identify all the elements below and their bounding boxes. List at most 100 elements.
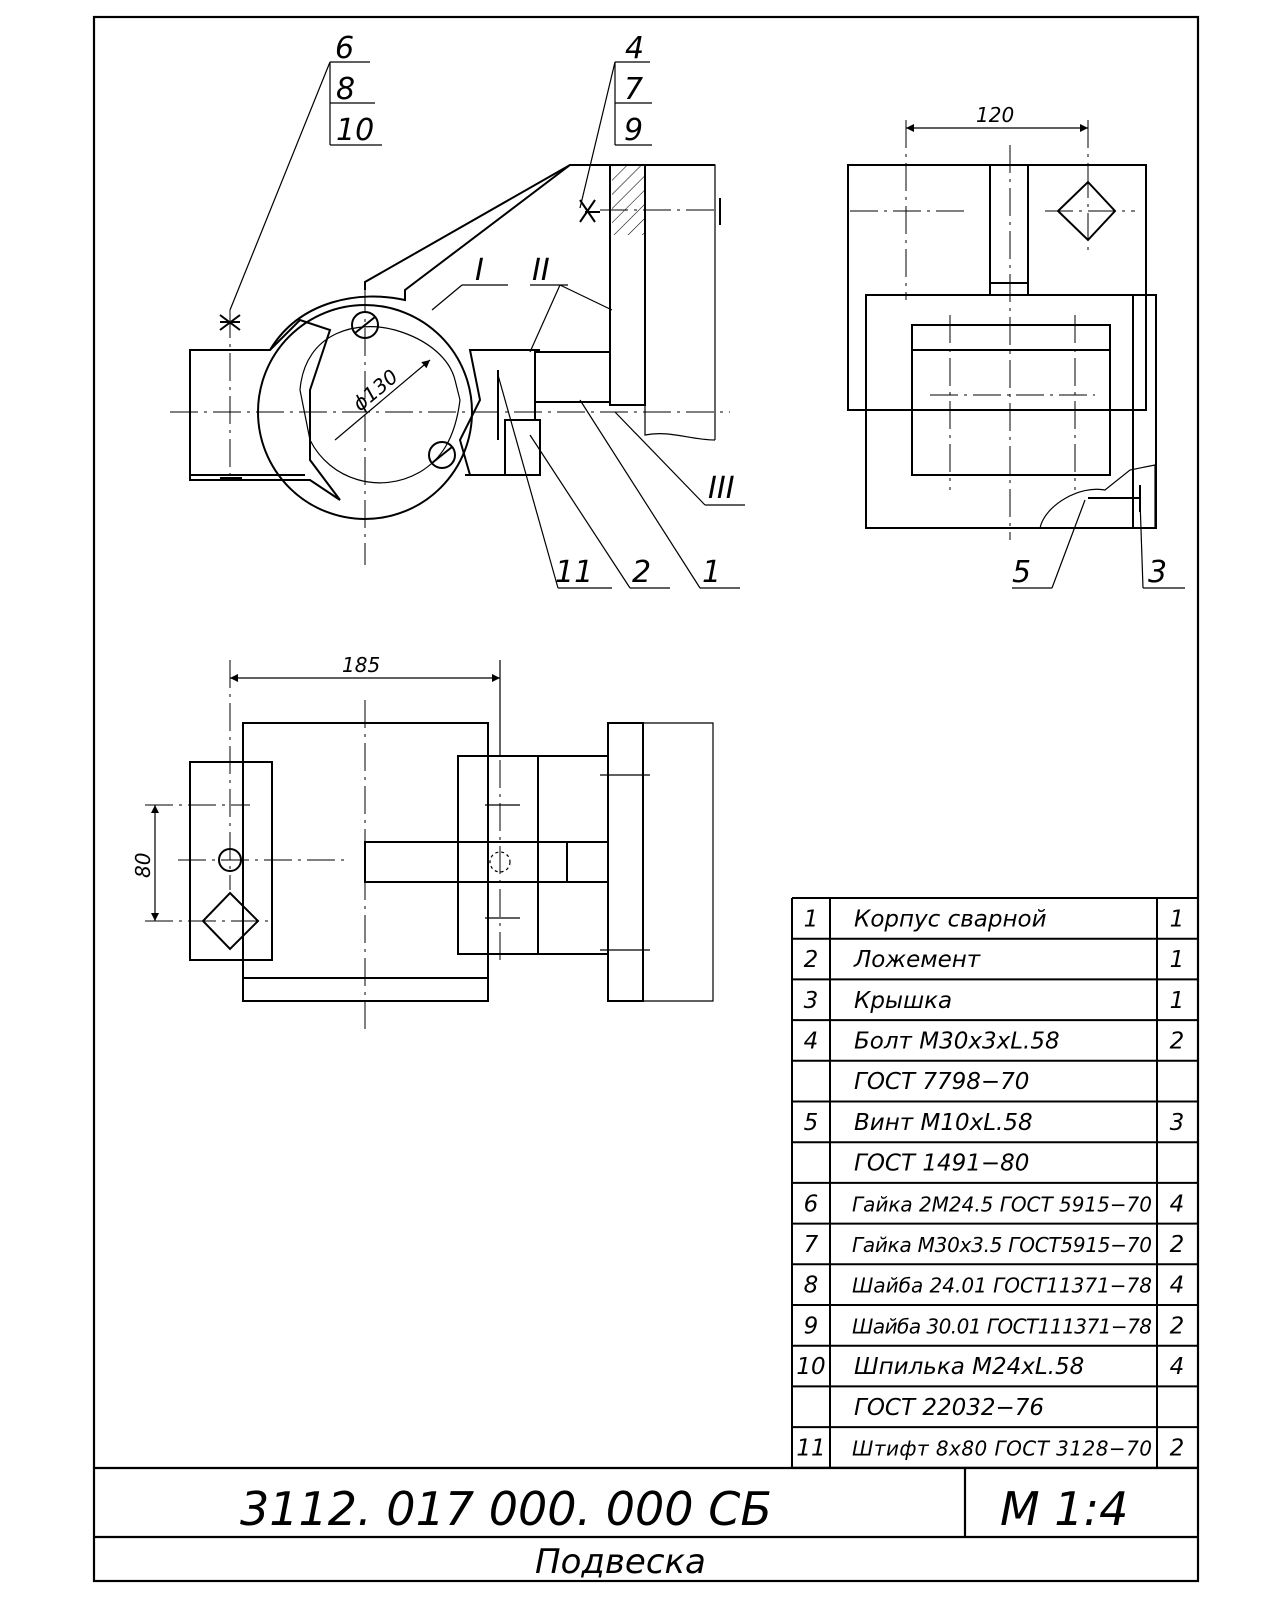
bom-name: ГОСТ 7798−70 xyxy=(854,1069,1029,1095)
bom-name: Корпус сварной xyxy=(854,906,1047,932)
callout-right: 4 7 9 xyxy=(579,31,652,209)
bom-name: Шайба 30.01 ГОСТ111371−78 xyxy=(852,1314,1152,1338)
callout-right-mid: 7 xyxy=(624,72,643,107)
side-inner-box xyxy=(911,324,1111,476)
bom-pos: 3 xyxy=(804,988,819,1014)
top-square-symbol xyxy=(201,891,260,951)
bom-row: 3 Крышка 1 xyxy=(804,988,1185,1014)
bom-row: 9 Шайба 30.01 ГОСТ111371−78 2 xyxy=(804,1313,1185,1339)
callout-left-top: 6 xyxy=(335,31,354,66)
weld-label-1: I xyxy=(431,253,508,311)
bom-pos: 8 xyxy=(804,1273,819,1299)
bom-qty: 2 xyxy=(1170,1435,1185,1461)
position-leaders-front: 11 2 1 xyxy=(497,374,740,590)
bom-qty: 1 xyxy=(1170,906,1185,932)
front-view: ϕ130 6 8 10 4 7 9 I xyxy=(170,31,745,590)
bom-pos: 6 xyxy=(804,1191,819,1217)
bom-pos: 11 xyxy=(796,1435,825,1461)
position-11: 11 xyxy=(555,555,593,590)
top-shaft xyxy=(364,841,568,883)
bolt-symbol-right xyxy=(579,198,721,225)
weld-label-3: III xyxy=(614,411,745,506)
bolt-hole-upper xyxy=(351,311,379,339)
title-block: 3112. 017 000. 000 СБ М 1:4 Подвеска xyxy=(94,1466,1198,1582)
bom-qty: 4 xyxy=(1170,1273,1185,1299)
inner-sphere xyxy=(299,326,461,484)
bom-name: Винт М10хL.58 xyxy=(854,1110,1033,1136)
bom-pos: 7 xyxy=(804,1232,819,1258)
callout-right-top: 4 xyxy=(625,31,644,66)
bom-row: ГОСТ 7798−70 xyxy=(854,1069,1029,1095)
dimension-80: 80 xyxy=(131,853,155,878)
bom-row: 5 Винт М10хL.58 3 xyxy=(804,1110,1185,1136)
bom-name: Болт М30х3хL.58 xyxy=(854,1028,1060,1054)
svg-text:III: III xyxy=(708,471,735,506)
bom-qty: 4 xyxy=(1170,1191,1185,1217)
bom-row: 11 Штифт 8х80 ГОСТ 3128−70 2 xyxy=(796,1435,1184,1461)
bom-name: Гайка 2М24.5 ГОСТ 5915−70 xyxy=(852,1192,1152,1216)
position-5: 5 xyxy=(1012,555,1031,590)
bom-pos: 5 xyxy=(804,1110,819,1136)
bom-row: 8 Шайба 24.01 ГОСТ11371−78 4 xyxy=(804,1273,1185,1299)
drawing-scale: М 1:4 xyxy=(1000,1482,1128,1536)
drawing-name: Подвеска xyxy=(535,1542,706,1582)
bom-pos: 2 xyxy=(804,947,819,973)
dimension-120: 120 xyxy=(976,103,1014,127)
bom-pos: 10 xyxy=(796,1354,825,1380)
plate-outer xyxy=(644,164,716,441)
bom-name: Шайба 24.01 ГОСТ11371−78 xyxy=(852,1274,1152,1298)
bom-qty: 1 xyxy=(1170,988,1185,1014)
svg-text:II: II xyxy=(532,253,550,288)
callout-right-bot: 9 xyxy=(624,113,643,148)
top-mid-block xyxy=(457,755,609,955)
bom-row: ГОСТ 1491−80 xyxy=(854,1151,1029,1177)
bom-row: 1 Корпус сварной 1 xyxy=(804,906,1185,932)
bolt-hole-lower xyxy=(428,441,456,469)
position-3: 3 xyxy=(1148,555,1167,590)
bom-name: Гайка М30х3.5 ГОСТ5915−70 xyxy=(852,1233,1152,1257)
bom-row: 10 Шпилька М24хL.58 4 xyxy=(796,1354,1184,1380)
top-view: 185 80 xyxy=(131,653,714,1035)
bom-pos: 4 xyxy=(804,1028,819,1054)
shaft xyxy=(534,351,611,403)
bom-name: ГОСТ 22032−76 xyxy=(854,1395,1044,1421)
bom-pos: 1 xyxy=(804,906,819,932)
side-slot xyxy=(989,164,1029,296)
bom-qty: 4 xyxy=(1170,1354,1185,1380)
position-1: 1 xyxy=(702,555,721,590)
svg-text:I: I xyxy=(475,253,484,288)
plate-hatch xyxy=(612,165,645,235)
callout-left-mid: 8 xyxy=(336,72,355,107)
callout-left: 6 8 10 xyxy=(229,31,382,311)
bom-row: 6 Гайка 2М24.5 ГОСТ 5915−70 4 xyxy=(804,1191,1185,1217)
top-right-plate xyxy=(607,722,644,1002)
sheet-frame xyxy=(92,15,1200,1583)
side-lower-body xyxy=(865,294,1157,529)
bom-name: Штифт 8х80 ГОСТ 3128−70 xyxy=(852,1436,1152,1460)
bom-table: 1 Корпус сварной 1 2 Ложемент 1 3 Крышка 1 4 Болт … xyxy=(791,897,1198,1469)
bom-qty: 2 xyxy=(1170,1313,1185,1339)
top-left-block xyxy=(189,761,273,961)
bom-name: Крышка xyxy=(854,988,952,1014)
side-upper-body xyxy=(847,164,1147,411)
bom-row: ГОСТ 22032−76 xyxy=(854,1395,1044,1421)
dimension-185: 185 xyxy=(342,653,380,677)
callout-left-bot: 10 xyxy=(336,113,374,148)
side-view: 120 5 3 xyxy=(847,103,1185,590)
front-lower-body xyxy=(189,349,541,476)
bom-qty: 2 xyxy=(1170,1232,1185,1258)
bom-name: ГОСТ 1491−80 xyxy=(854,1151,1029,1177)
bom-name: Ложемент xyxy=(853,947,981,973)
stud-symbol-left xyxy=(219,314,242,479)
drawing-designation: 3112. 017 000. 000 СБ xyxy=(240,1482,772,1536)
flange-left-hatched xyxy=(189,318,341,501)
bom-qty: 3 xyxy=(1170,1110,1185,1136)
diameter-leader xyxy=(334,359,431,441)
welded-body-outline xyxy=(190,164,715,351)
bom-row: 7 Гайка М30х3.5 ГОСТ5915−70 2 xyxy=(804,1232,1185,1258)
bom-pos: 9 xyxy=(804,1313,819,1339)
bom-qty: 1 xyxy=(1170,947,1185,973)
bom-name: Шпилька М24хL.58 xyxy=(854,1354,1084,1380)
